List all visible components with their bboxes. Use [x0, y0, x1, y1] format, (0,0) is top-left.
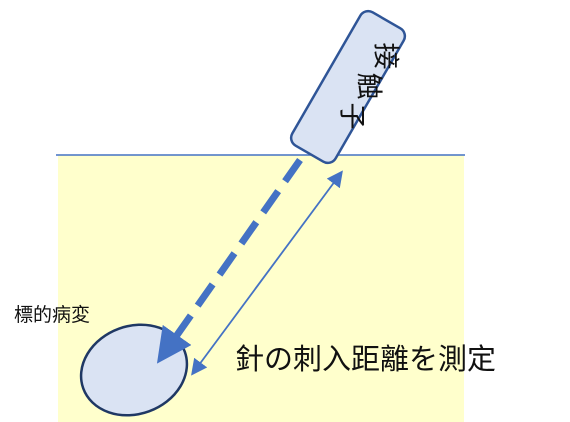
measurement-arrow: [191, 170, 343, 376]
probe-body: [289, 9, 407, 165]
probe-label-char-3: 子: [336, 103, 367, 130]
measurement-label: 針の刺入距離を測定: [235, 342, 496, 376]
probe-label-char-1: 接: [370, 43, 401, 70]
probe: [289, 9, 407, 165]
lesion-label: 標的病変: [14, 304, 90, 326]
probe-label-char-2: 触: [353, 73, 384, 100]
